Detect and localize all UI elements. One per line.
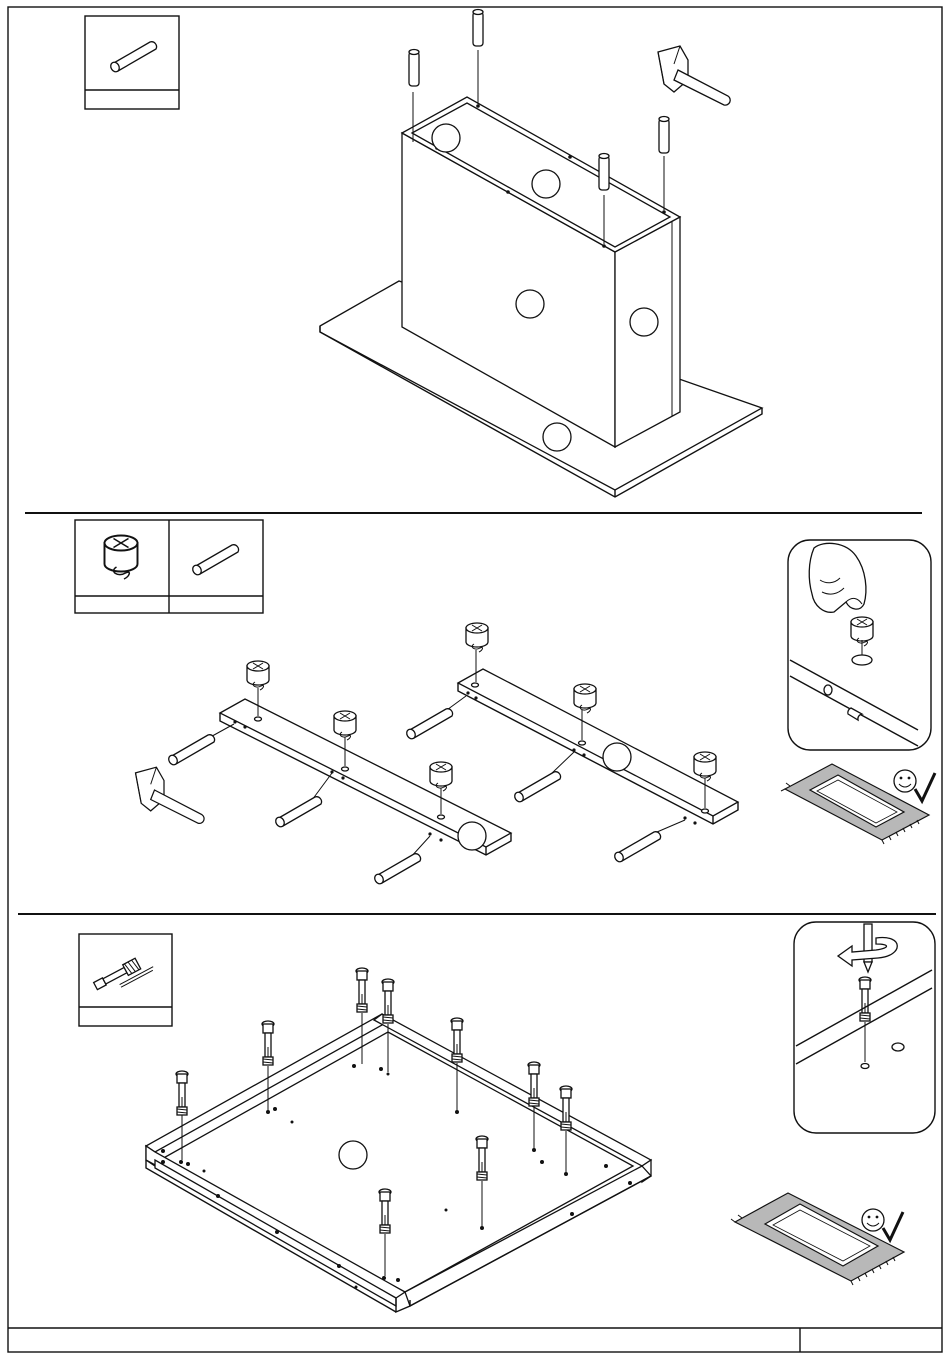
part-box-dowel [85, 16, 179, 109]
cam-lock-icon [574, 684, 596, 713]
tip-tighten-bolt [794, 922, 935, 1133]
cam-bolt-icon [528, 1062, 540, 1106]
cam-lock-icon [334, 711, 356, 740]
protective-mat [781, 764, 935, 844]
cam-lock-icon [466, 623, 488, 652]
cam-bolt-icon [451, 1018, 463, 1062]
wooden-dowel-icon [473, 10, 483, 47]
cam-lock-icon [105, 536, 138, 580]
step-3 [79, 922, 935, 1312]
wooden-dowel-icon [109, 42, 156, 74]
cam-bolt-icon [176, 1071, 188, 1115]
wooden-dowel-icon [599, 154, 609, 191]
cam-bolt-icon [262, 1021, 274, 1065]
cam-bolt-icon [382, 979, 394, 1023]
hammer-icon [136, 767, 205, 823]
cam-lock-icon [694, 752, 716, 781]
wooden-dowel-icon [373, 854, 420, 886]
step-2 [75, 520, 935, 885]
cam-bolt-icon [356, 968, 368, 1012]
step-1 [85, 10, 762, 498]
part-callout [543, 423, 571, 451]
cam-bolt-icon [93, 953, 155, 998]
wooden-dowel-icon [513, 772, 560, 804]
wooden-dowel-icon [274, 797, 321, 829]
cam-lock-icon [247, 661, 269, 690]
cam-bolt-icon [560, 1086, 572, 1130]
wooden-dowel-icon [659, 117, 669, 154]
rail-panel-right [458, 669, 738, 825]
part-callout [603, 743, 631, 771]
part-box-bolt [79, 934, 172, 1026]
protective-mat [731, 1193, 904, 1285]
part-callout [432, 124, 460, 152]
tip-insert-cam [788, 540, 931, 750]
cam-bolt-icon [859, 977, 871, 1021]
wooden-dowel-icon [405, 709, 452, 741]
hammer-icon [658, 46, 730, 105]
wooden-dowel-icon [167, 735, 214, 767]
part-callout [339, 1141, 367, 1169]
part-callout [532, 170, 560, 198]
cam-lock-icon [430, 762, 452, 791]
hand-insert-icon [809, 543, 866, 612]
part-callout [516, 290, 544, 318]
footer-bar [8, 1328, 942, 1352]
wooden-dowel-icon [409, 50, 419, 87]
wooden-dowel-icon [613, 832, 660, 864]
drawer-frame [146, 1014, 651, 1312]
wooden-dowel-icon [191, 545, 238, 577]
part-callout [630, 308, 658, 336]
smiley-check-mat-icon [894, 770, 935, 801]
part-box-hardware [75, 520, 263, 613]
part-callout [458, 822, 486, 850]
